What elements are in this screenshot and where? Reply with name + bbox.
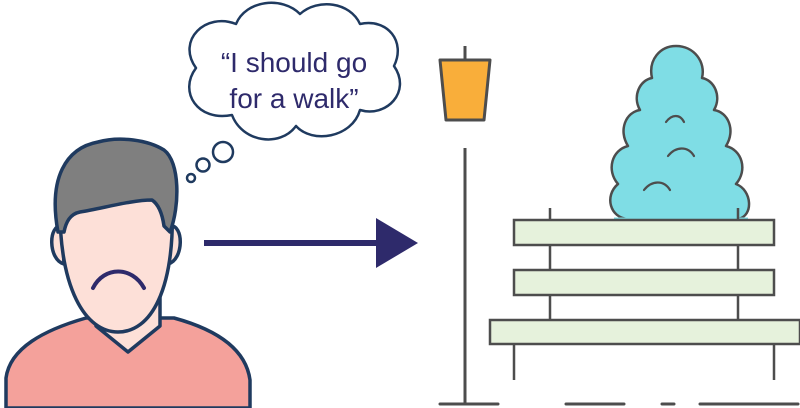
person-shirt: [4, 316, 252, 408]
thought-bubble-icon: [185, 1, 402, 184]
tree-icon: [609, 44, 751, 221]
sad-person-icon: [4, 137, 252, 408]
person-face: [58, 196, 175, 334]
thought-line-1: “I should go: [221, 47, 367, 78]
lamp-shade: [438, 58, 492, 122]
thought-dot-small: [185, 172, 197, 184]
tree-leaf-marks: [642, 114, 696, 192]
park-bench-icon: [488, 208, 800, 380]
bench-seat: [488, 318, 800, 346]
thought-dot-medium: [195, 157, 211, 173]
thought-line-2: for a walk”: [229, 83, 358, 114]
thought-dot-large: [211, 140, 235, 164]
bench-back-slat-top: [512, 218, 776, 247]
person-frown: [91, 269, 146, 290]
arrow-right-icon: [204, 218, 418, 268]
bench-back-slat-middle: [512, 268, 776, 297]
person-hair: [53, 137, 179, 234]
street-lamp-icon: [438, 46, 492, 404]
